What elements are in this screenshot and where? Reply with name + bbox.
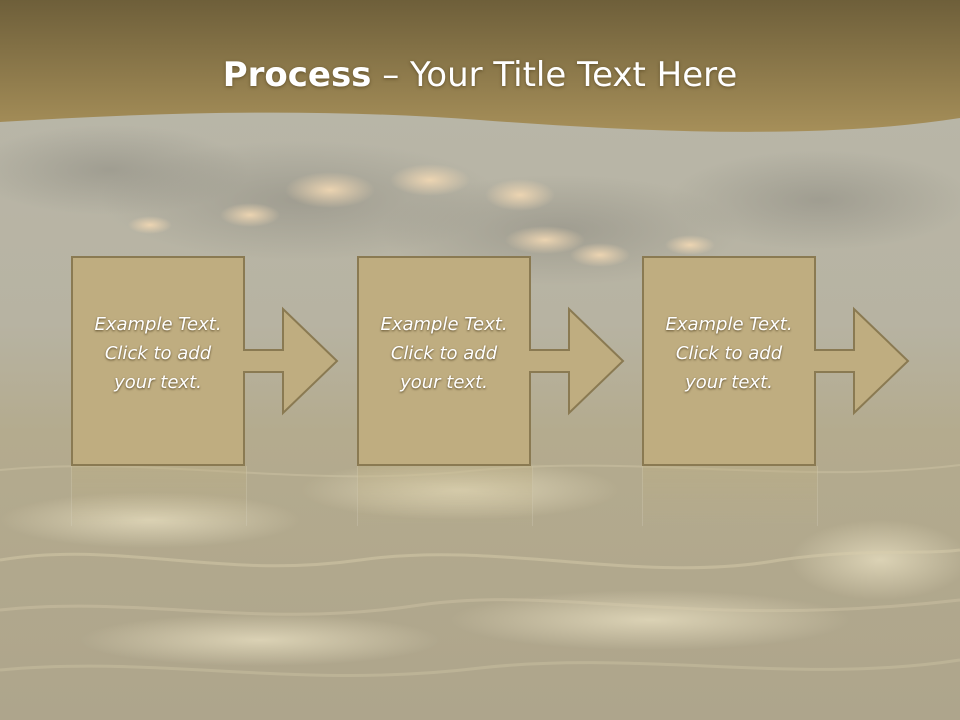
- step-3-text: Example Text. Click to add your text.: [665, 314, 793, 393]
- step-2-arrow-shape: [357, 256, 625, 466]
- step-1-reflection: [71, 466, 247, 526]
- header-band: [0, 0, 960, 132]
- step-2-reflection: [357, 466, 533, 526]
- step-2-text: Example Text. Click to add your text.: [380, 314, 508, 393]
- step-1-text: Example Text. Click to add your text.: [94, 314, 222, 393]
- step-1-arrow-shape: [71, 256, 339, 466]
- process-step-1[interactable]: Example Text. Click to add your text.: [71, 256, 339, 466]
- step-3-reflection: [642, 466, 818, 526]
- process-step-3[interactable]: Example Text. Click to add your text.: [642, 256, 910, 466]
- title-bold: Process: [222, 55, 372, 95]
- step-3-arrow-shape: [642, 256, 910, 466]
- title-rest: – Your Title Text Here: [371, 55, 738, 95]
- process-step-2[interactable]: Example Text. Click to add your text.: [357, 256, 625, 466]
- slide-title[interactable]: Process – Your Title Text Here: [0, 50, 960, 100]
